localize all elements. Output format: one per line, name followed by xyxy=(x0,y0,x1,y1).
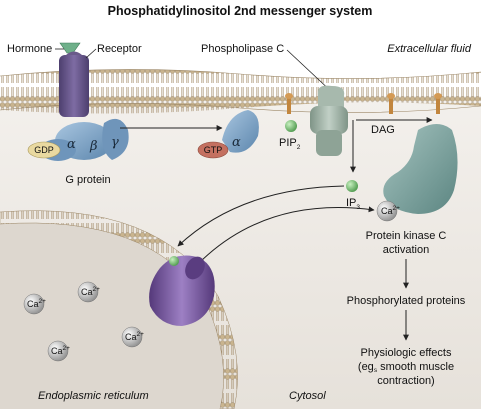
gtp-label: GTP xyxy=(204,145,223,155)
pkc-activation-label-1: Protein kinase C xyxy=(366,230,447,242)
cytosol-label: Cytosol xyxy=(289,390,326,402)
pkc-activation-label-2: activation xyxy=(383,244,429,256)
dag-label: DAG xyxy=(371,124,395,136)
physiologic-effects-label-1: Physiologic effects xyxy=(361,347,452,359)
physiologic-effects-label-3: contraction) xyxy=(377,375,434,387)
phospholipase-c-label: Phospholipase C xyxy=(201,43,284,55)
activated-alpha-icon xyxy=(222,110,259,153)
channel-to-calcium-arrow xyxy=(199,206,375,263)
calcium-ion-2-icon xyxy=(77,281,99,303)
diagram-title: Phosphatidylinositol 2nd messenger syste… xyxy=(108,4,373,18)
gamma-label: γ xyxy=(111,135,119,150)
gdp-icon xyxy=(27,141,61,159)
er-calcium-channel-icon xyxy=(149,255,215,326)
ip3-label: IP3 xyxy=(346,197,360,211)
g-protein-label: G protein xyxy=(65,174,110,186)
alpha-active-label: α xyxy=(232,135,241,150)
calcium-1-label: Ca2+ xyxy=(27,298,46,309)
calcium-ion-pkc-icon xyxy=(376,200,398,222)
calcium-ion-3-icon xyxy=(121,326,143,348)
er-label: Endoplasmic reticulum xyxy=(38,390,149,402)
gdp-label: GDP xyxy=(34,145,54,155)
calcium-ion-1-icon xyxy=(23,293,45,315)
physiologic-effects-label-2: (egs smooth muscle xyxy=(358,361,454,374)
phospholipase-c-icon xyxy=(310,85,348,156)
calcium-ion-4-icon xyxy=(47,340,69,362)
beta-label: β xyxy=(89,139,98,154)
calcium-pkc-label: Ca2+ xyxy=(381,205,400,216)
calcium-4-label: Ca2+ xyxy=(51,345,70,356)
ip3-to-channel-arrow xyxy=(177,185,345,247)
protein-kinase-c-icon xyxy=(383,124,458,214)
calcium-3-label: Ca2+ xyxy=(125,331,144,342)
pip2-icon xyxy=(285,93,297,132)
phosphorylated-proteins-label: Phosphorylated proteins xyxy=(347,295,466,307)
dag-icon xyxy=(387,93,442,114)
alpha-label: α xyxy=(67,137,76,152)
calcium-2-label: Ca2+ xyxy=(81,286,100,297)
extracellular-fluid-label: Extracellular fluid xyxy=(387,43,472,55)
receptor-icon xyxy=(59,51,89,117)
receptor-label: Receptor xyxy=(97,43,142,55)
gtp-icon xyxy=(197,141,229,159)
ip3-icon xyxy=(346,180,358,192)
hormone-label: Hormone xyxy=(7,43,52,55)
pip2-label: PIP2 xyxy=(279,137,301,151)
